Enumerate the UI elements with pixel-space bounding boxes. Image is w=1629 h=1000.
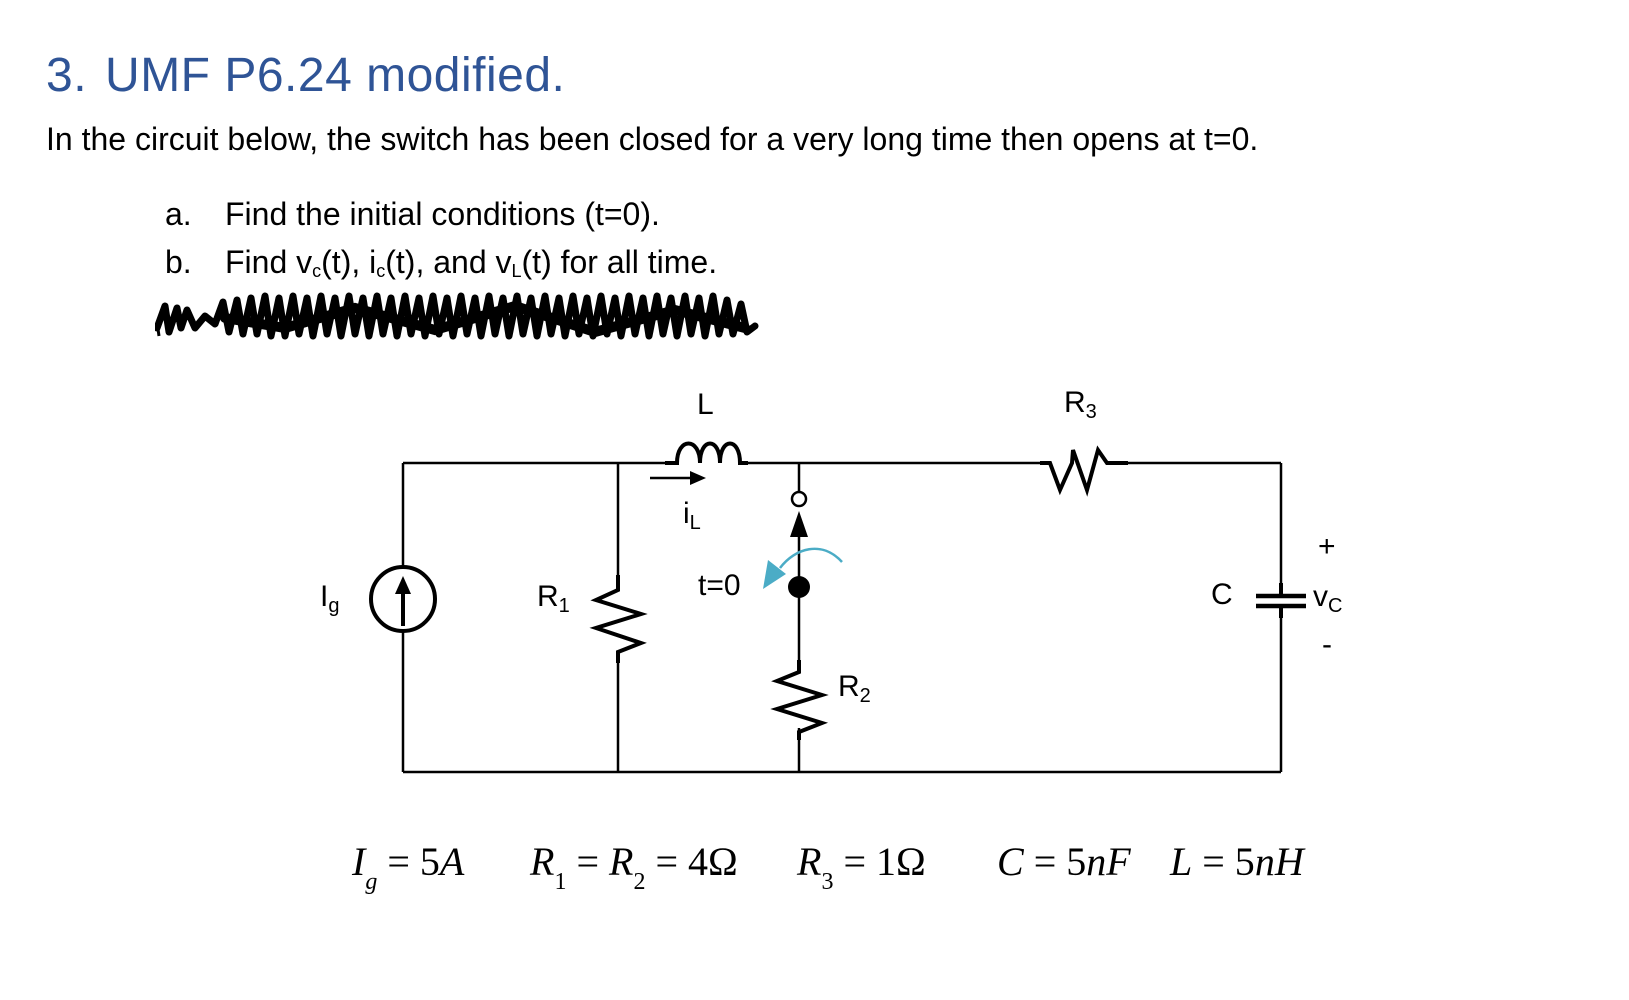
- source-label: Ig: [320, 580, 340, 617]
- current-source-icon: [369, 565, 437, 633]
- inductor-label: L: [697, 388, 714, 421]
- plus-sign: +: [1318, 530, 1336, 563]
- resistor-r2-icon: [770, 660, 829, 740]
- r3-label: R3: [1064, 386, 1097, 423]
- wires: [401, 461, 1283, 774]
- problem-number: 3.: [46, 49, 88, 102]
- problem-title: 3. UMF P6.24 modified.: [46, 48, 565, 103]
- problem-title-text: UMF P6.24 modified.: [105, 49, 566, 102]
- resistor-r1-icon: [589, 575, 648, 663]
- inductor-icon: [665, 441, 748, 465]
- cap-voltage-label: vC: [1313, 580, 1343, 617]
- part-b-text: Find vc(t), ic(t), and vL(t) for all tim…: [225, 244, 718, 281]
- value-r3: R3 = 1Ω: [797, 839, 926, 895]
- part-a-label: a.: [165, 196, 192, 232]
- problem-intro: In the circuit below, the switch has bee…: [46, 121, 1259, 157]
- resistor-r3-icon: [1040, 445, 1128, 497]
- r1-label: R1: [537, 580, 570, 617]
- value-ig: Ig = 5A: [352, 839, 465, 895]
- r2-label: R2: [838, 670, 871, 707]
- value-r1-r2: R1 = R2 = 4Ω: [530, 839, 738, 895]
- switch-motion-arrow-icon: [763, 547, 843, 589]
- part-a-text: Find the initial conditions (t=0).: [225, 196, 660, 232]
- switch-icon: [788, 490, 810, 598]
- minus-sign: -: [1322, 628, 1332, 661]
- switch-time-label: t=0: [698, 569, 741, 602]
- value-l: L = 5nH: [1170, 839, 1304, 884]
- capacitor-icon: [1256, 583, 1306, 618]
- inductor-current-label: iL: [683, 497, 701, 534]
- capacitor-label: C: [1211, 578, 1233, 611]
- redacted-scribble: [155, 292, 759, 340]
- value-c: C = 5nF: [997, 839, 1131, 884]
- part-b-label: b.: [165, 244, 192, 280]
- inductor-current-arrow-icon: [650, 471, 706, 485]
